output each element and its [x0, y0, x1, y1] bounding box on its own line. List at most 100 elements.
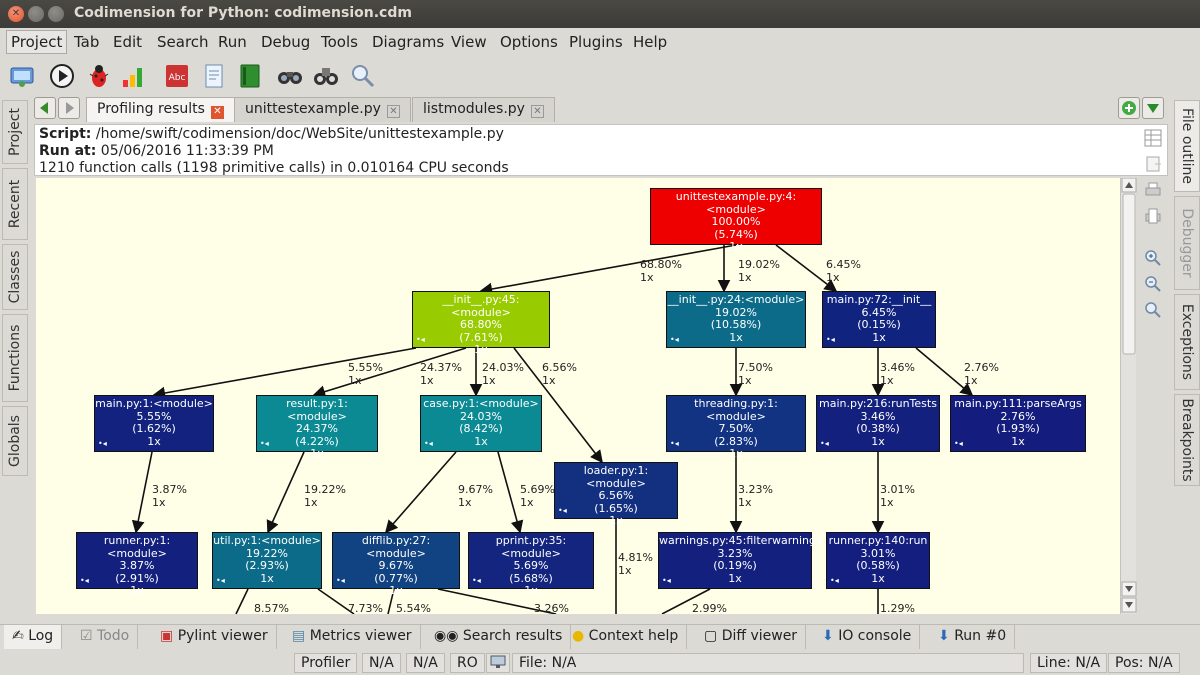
- tab-listmodules[interactable]: listmodules.py✕: [412, 97, 555, 122]
- bottom-tab-pylint[interactable]: ▣ Pylint viewer: [152, 625, 277, 649]
- node-text-line: util.py:1:<module>: [213, 534, 321, 547]
- print-preview-icon[interactable]: [1143, 206, 1163, 226]
- print-icon[interactable]: [1143, 180, 1163, 200]
- side-tab-exceptions[interactable]: Exceptions: [1174, 294, 1200, 390]
- side-tab-project[interactable]: Project: [2, 100, 28, 164]
- edge-label: 19.22% 1x: [304, 483, 346, 509]
- menu-view[interactable]: View: [451, 33, 487, 51]
- call-graph-node[interactable]: case.py:1:<module>24.03%(8.42%)1x•◂: [420, 395, 542, 452]
- metrics-icon: ▤: [292, 628, 306, 644]
- bottom-tab-context-help[interactable]: ● Context help: [564, 625, 688, 649]
- menu-diagrams[interactable]: Diagrams: [372, 33, 445, 51]
- call-graph-node[interactable]: runner.py:1:<module>3.87%(2.91%)1x•◂: [76, 532, 198, 597]
- close-tab-icon[interactable]: ✕: [530, 105, 544, 118]
- side-tab-file-outline[interactable]: File outline: [1174, 100, 1200, 192]
- side-tab-recent[interactable]: Recent: [2, 168, 28, 240]
- bottom-tab-diff-viewer[interactable]: ▢ Diff viewer: [696, 625, 807, 649]
- bottom-tab-run[interactable]: ⬇ Run #0: [930, 625, 1016, 649]
- bottom-tab-log[interactable]: ✍ Log: [4, 625, 63, 649]
- zoom-in-icon[interactable]: [1143, 248, 1163, 268]
- call-edge: [266, 451, 305, 534]
- side-tab-globals[interactable]: Globals: [2, 406, 28, 476]
- close-tab-icon[interactable]: ✕: [386, 105, 400, 118]
- io-console-icon: ⬇: [822, 628, 834, 644]
- spellcheck-icon[interactable]: Abc: [163, 62, 191, 90]
- side-tab-functions[interactable]: Functions: [2, 314, 28, 402]
- call-graph-node[interactable]: pprint.py:35:<module>5.69%(5.68%)1x•◂: [468, 532, 594, 597]
- find-icon[interactable]: [276, 62, 304, 90]
- bottom-tab-todo[interactable]: ☑ Todo: [72, 625, 139, 649]
- call-edge: [437, 588, 557, 614]
- zoom-out-icon[interactable]: [1143, 274, 1163, 294]
- edge-label: 7.73%: [348, 602, 383, 614]
- call-edge: [775, 244, 838, 292]
- copy-icon[interactable]: [1143, 154, 1163, 174]
- debug-icon[interactable]: [85, 62, 113, 90]
- maximize-window-button[interactable]: [48, 6, 64, 22]
- menu-run[interactable]: Run: [218, 33, 247, 51]
- new-tab-button[interactable]: [1118, 97, 1140, 119]
- call-graph-node[interactable]: unittestexample.py:4:<module>100.00%(5.7…: [650, 188, 822, 253]
- menu-plugins[interactable]: Plugins: [569, 33, 623, 51]
- menu-search[interactable]: Search: [157, 33, 209, 51]
- node-text-line: 1x: [310, 447, 324, 460]
- side-tab-debugger[interactable]: Debugger: [1174, 196, 1200, 290]
- node-text-line: (7.61%): [459, 330, 503, 344]
- script-line: Script: /home/swift/codimension/doc/WebS…: [39, 126, 504, 142]
- call-graph-node[interactable]: main.py:72:__init__6.45%(0.15%)1x•◂: [822, 291, 936, 348]
- node-text-line: warnings.py:45:filterwarnings: [659, 534, 822, 547]
- node-text-line: 24.03%: [460, 409, 502, 423]
- menu-debug[interactable]: Debug: [261, 33, 311, 51]
- menu-help[interactable]: Help: [633, 33, 668, 51]
- profile-icon[interactable]: [120, 62, 148, 90]
- call-graph-node[interactable]: __init__.py:45:<module>68.80%(7.61%)1x•◂: [412, 291, 550, 356]
- menu-edit[interactable]: Edit: [113, 33, 143, 51]
- title-bar: ✕ Codimension for Python: codimension.cd…: [0, 0, 1200, 28]
- side-tab-classes[interactable]: Classes: [2, 244, 28, 310]
- close-window-button[interactable]: ✕: [8, 6, 24, 22]
- node-text-line: 5.69%: [513, 559, 549, 572]
- book-icon[interactable]: [236, 62, 264, 90]
- side-tab-breakpoints[interactable]: Breakpoints: [1174, 394, 1200, 486]
- call-graph-node[interactable]: util.py:1:<module>19.22%(2.93%)1x•◂: [212, 532, 322, 589]
- call-graph-node[interactable]: difflib.py:27:<module>9.67%(0.77%)1x•◂: [332, 532, 460, 597]
- tab-list-button[interactable]: [1142, 97, 1164, 119]
- minimize-window-button[interactable]: [28, 6, 44, 22]
- call-graph-canvas[interactable]: unittestexample.py:4:<module>100.00%(5.7…: [36, 178, 1120, 614]
- run-icon[interactable]: [48, 62, 76, 90]
- call-graph-node[interactable]: result.py:1:<module>24.37%(4.22%)1x•◂: [256, 395, 378, 460]
- menu-tab[interactable]: Tab: [74, 33, 100, 51]
- graph-vertical-scrollbar[interactable]: [1120, 177, 1137, 614]
- edge-label: 19.02% 1x: [738, 258, 780, 284]
- close-tab-icon[interactable]: ✕: [210, 106, 224, 119]
- forward-button[interactable]: [58, 97, 80, 119]
- zoom-reset-icon[interactable]: [1143, 300, 1163, 320]
- bottom-tab-io-console[interactable]: ⬇ IO console: [814, 625, 921, 649]
- tab-unittestexample[interactable]: unittestexample.py✕: [234, 97, 411, 122]
- call-graph-node[interactable]: threading.py:1:<module>7.50%(2.83%)1x•◂: [666, 395, 806, 460]
- menu-tools[interactable]: Tools: [321, 33, 358, 51]
- call-graph-node[interactable]: main.py:1:<module>5.55%(1.62%)1x•◂: [94, 395, 214, 452]
- call-graph-node[interactable]: __init__.py:24:<module>19.02%(10.58%)1x•…: [666, 291, 806, 348]
- call-graph-node[interactable]: loader.py:1:<module>6.56%(1.65%)1x•◂: [554, 462, 678, 527]
- node-text-line: 9.67%: [378, 559, 414, 572]
- find-in-files-icon[interactable]: [312, 62, 340, 90]
- call-edge: [312, 347, 467, 398]
- menu-options[interactable]: Options: [500, 33, 558, 51]
- node-text-line: 1x: [728, 571, 742, 585]
- zoom-search-icon[interactable]: [348, 62, 376, 90]
- back-button[interactable]: [34, 97, 56, 119]
- table-view-icon[interactable]: [1143, 128, 1163, 148]
- tab-profiling-results[interactable]: Profiling results✕: [86, 97, 235, 122]
- document-icon[interactable]: [200, 62, 228, 90]
- project-icon[interactable]: [8, 62, 36, 90]
- node-text-line: 1x: [872, 330, 886, 344]
- bottom-tab-search-results[interactable]: ◉◉ Search results: [426, 625, 572, 649]
- menu-project[interactable]: Project: [6, 30, 68, 54]
- node-marker-icon: •◂: [820, 438, 829, 448]
- bottom-tab-metrics[interactable]: ▤ Metrics viewer: [284, 625, 421, 649]
